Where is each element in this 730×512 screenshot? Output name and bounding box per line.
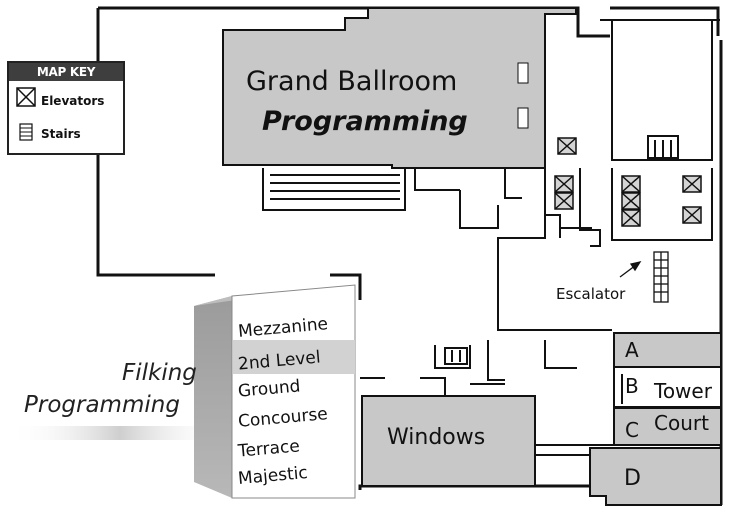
- elevator-icons: [554, 137, 702, 227]
- core-walls: [497, 168, 713, 331]
- grand-ballroom-label: Grand Ballroom: [246, 66, 458, 97]
- ballroom-steps: [262, 168, 522, 229]
- elevator-icon: [16, 87, 36, 107]
- escalator-arrow: [619, 261, 642, 278]
- tower-upper-block: [600, 19, 720, 161]
- stairs-icon: [19, 123, 33, 141]
- windows-room-label: Windows: [387, 425, 486, 450]
- room-b-label: B: [625, 374, 639, 398]
- filking-label: Filking: [122, 360, 197, 386]
- room-a-label: A: [625, 338, 639, 362]
- escalator-icon: [653, 251, 669, 303]
- stairs-label: Stairs: [41, 127, 81, 141]
- windows-room: [361, 395, 591, 487]
- room-c-label: C: [625, 418, 639, 442]
- lower-rooms: [360, 333, 615, 446]
- elevators-label: Elevators: [41, 94, 105, 108]
- escalator-label: Escalator: [556, 285, 626, 303]
- grand-ballroom-room: [222, 7, 577, 169]
- level-box: [10, 284, 356, 499]
- map-key-title: MAP KEY: [9, 63, 123, 81]
- grand-ballroom-programming-label: Programming: [262, 106, 468, 137]
- tower-court-rooms: [589, 332, 722, 506]
- tower-label: Tower: [654, 379, 712, 403]
- court-label: Court: [654, 411, 709, 435]
- room-d-label: D: [624, 466, 641, 491]
- map-key: MAP KEY Elevators Stairs: [7, 61, 125, 155]
- filking-programming-label: Programming: [24, 392, 180, 418]
